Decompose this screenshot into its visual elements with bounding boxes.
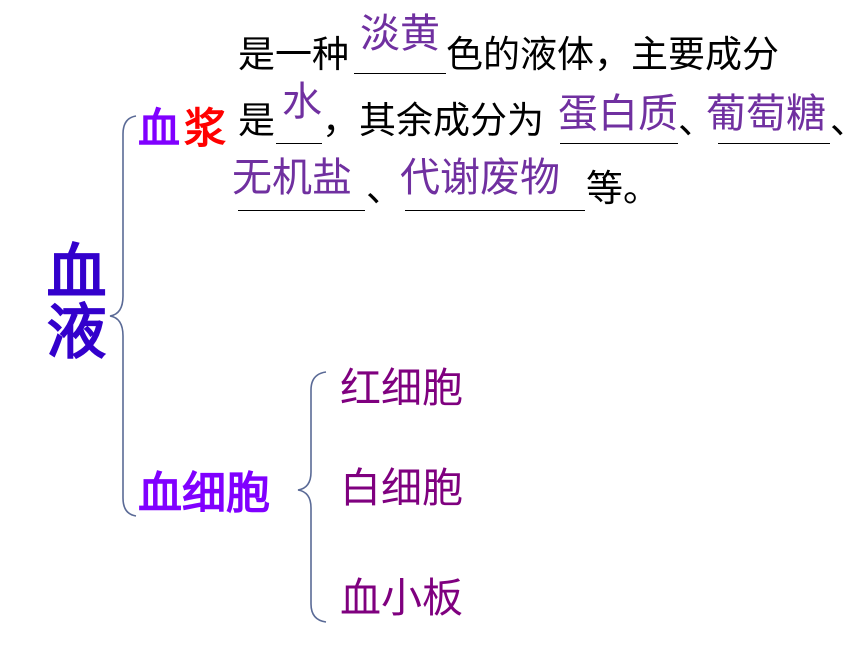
line1-prefix: 是一种 (238, 33, 349, 76)
blank-underline-glucose (718, 143, 830, 144)
plasma-label-second: 浆 (184, 104, 227, 153)
line2-prefix: 是 (238, 99, 275, 142)
line2-separator-1: 、 (678, 99, 715, 142)
cells-brace (297, 371, 327, 623)
answer-glucose: 葡萄糖 (706, 91, 826, 137)
answer-water: 水 (282, 79, 322, 125)
answer-color: 淡黄 (360, 11, 440, 57)
cell-type-white: 白细胞 (340, 464, 463, 512)
line2-separator-2: 、 (830, 102, 858, 139)
line3-suffix: 等。 (586, 167, 660, 210)
line1-suffix: 色的液体，主要成分 (446, 33, 779, 76)
answer-salt: 无机盐 (232, 155, 352, 201)
blank-underline-color (354, 73, 446, 74)
plasma-label-first: 血 (138, 104, 181, 153)
blood-brace (109, 115, 137, 517)
cell-type-platelet: 血小板 (340, 574, 463, 622)
answer-waste: 代谢废物 (400, 155, 560, 201)
blank-underline-protein (560, 143, 678, 144)
blood-title: 血液 (36, 240, 106, 360)
cell-type-red: 红细胞 (340, 364, 463, 412)
line3-separator: 、 (366, 167, 403, 210)
blank-underline-waste (405, 210, 585, 211)
line2-middle: ，其余成分为 (322, 99, 544, 142)
blood-cells-label: 血细胞 (138, 468, 270, 519)
blank-underline-salt (238, 210, 365, 211)
answer-protein: 蛋白质 (558, 91, 678, 137)
blank-underline-water (276, 143, 322, 144)
